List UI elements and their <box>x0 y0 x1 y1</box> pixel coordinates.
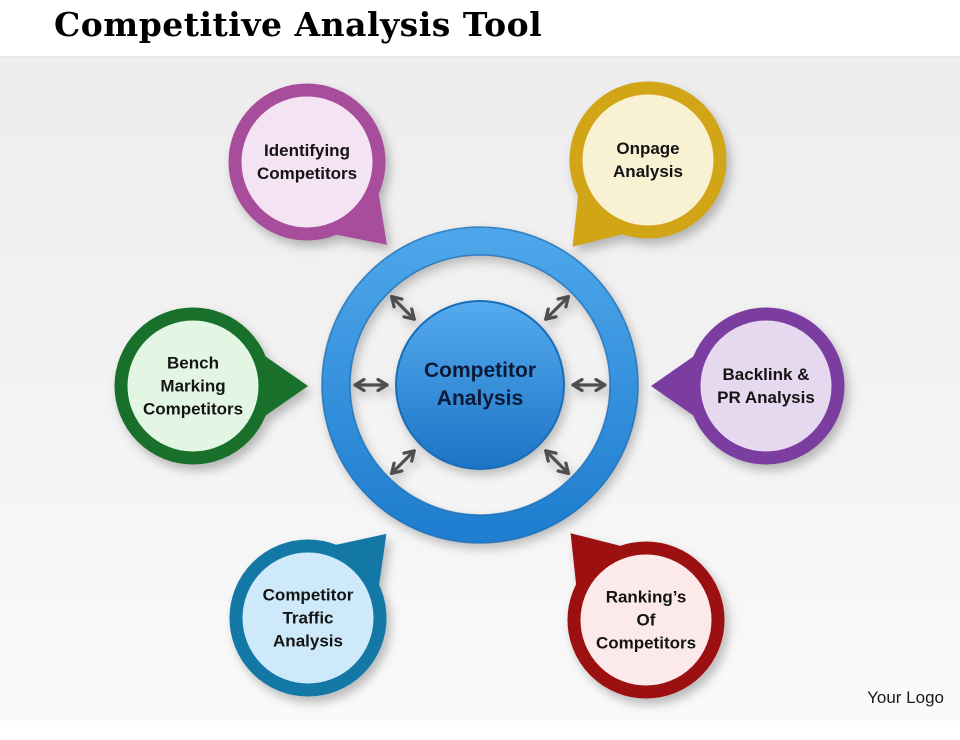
node-label: Backlink & PR Analysis <box>717 365 815 407</box>
node-label: Competitor Traffic Analysis <box>262 585 354 651</box>
balloon-ring <box>569 81 727 239</box>
your-logo-text: Your Logo <box>867 688 944 707</box>
balloon-shape-icon <box>114 307 308 465</box>
page-title: Competitive Analysis Tool <box>54 5 543 44</box>
hub-label: Competitor Analysis <box>424 359 536 410</box>
hub-outer-ring <box>322 227 638 543</box>
node-label: Bench Marking Competitors <box>142 353 244 419</box>
balloon-shape-icon <box>651 307 845 465</box>
double-arrow-icons <box>353 295 607 475</box>
balloon-ring <box>567 541 725 699</box>
hub-core-circle <box>395 300 565 470</box>
node-rankings-of-competitors: Ranking’s Of Competitors <box>526 500 766 740</box>
balloon-shape-icon <box>569 81 727 247</box>
node-competitor-traffic-analysis: Competitor Traffic Analysis <box>188 498 428 738</box>
title-bar: Competitive Analysis Tool <box>0 0 960 56</box>
balloon-shape-icon <box>228 83 387 245</box>
node-backlink-pr-analysis: Backlink & PR Analysis <box>646 266 886 506</box>
balloon-ring <box>228 83 386 241</box>
balloon-shape-icon <box>567 533 725 699</box>
node-label: Ranking’s Of Competitors <box>595 587 697 653</box>
node-label: Onpage Analysis <box>613 139 683 181</box>
hub-outer-ring-edge <box>321 226 639 544</box>
balloon-shape-icon <box>229 533 387 697</box>
node-bench-marking-competitors: Bench Marking Competitors <box>73 266 313 506</box>
hub-inner-ring-edge <box>349 254 611 516</box>
balloon-ring <box>114 307 272 465</box>
hub-competitor-analysis: Competitor Analysis <box>315 220 645 550</box>
hub-rings <box>321 226 639 544</box>
node-onpage-analysis: Onpage Analysis <box>528 40 768 280</box>
node-identifying-competitors: Identifying Competitors <box>187 42 427 282</box>
node-label: Identifying Competitors <box>256 141 358 183</box>
balloon-ring <box>687 307 845 465</box>
balloon-ring <box>229 539 387 697</box>
